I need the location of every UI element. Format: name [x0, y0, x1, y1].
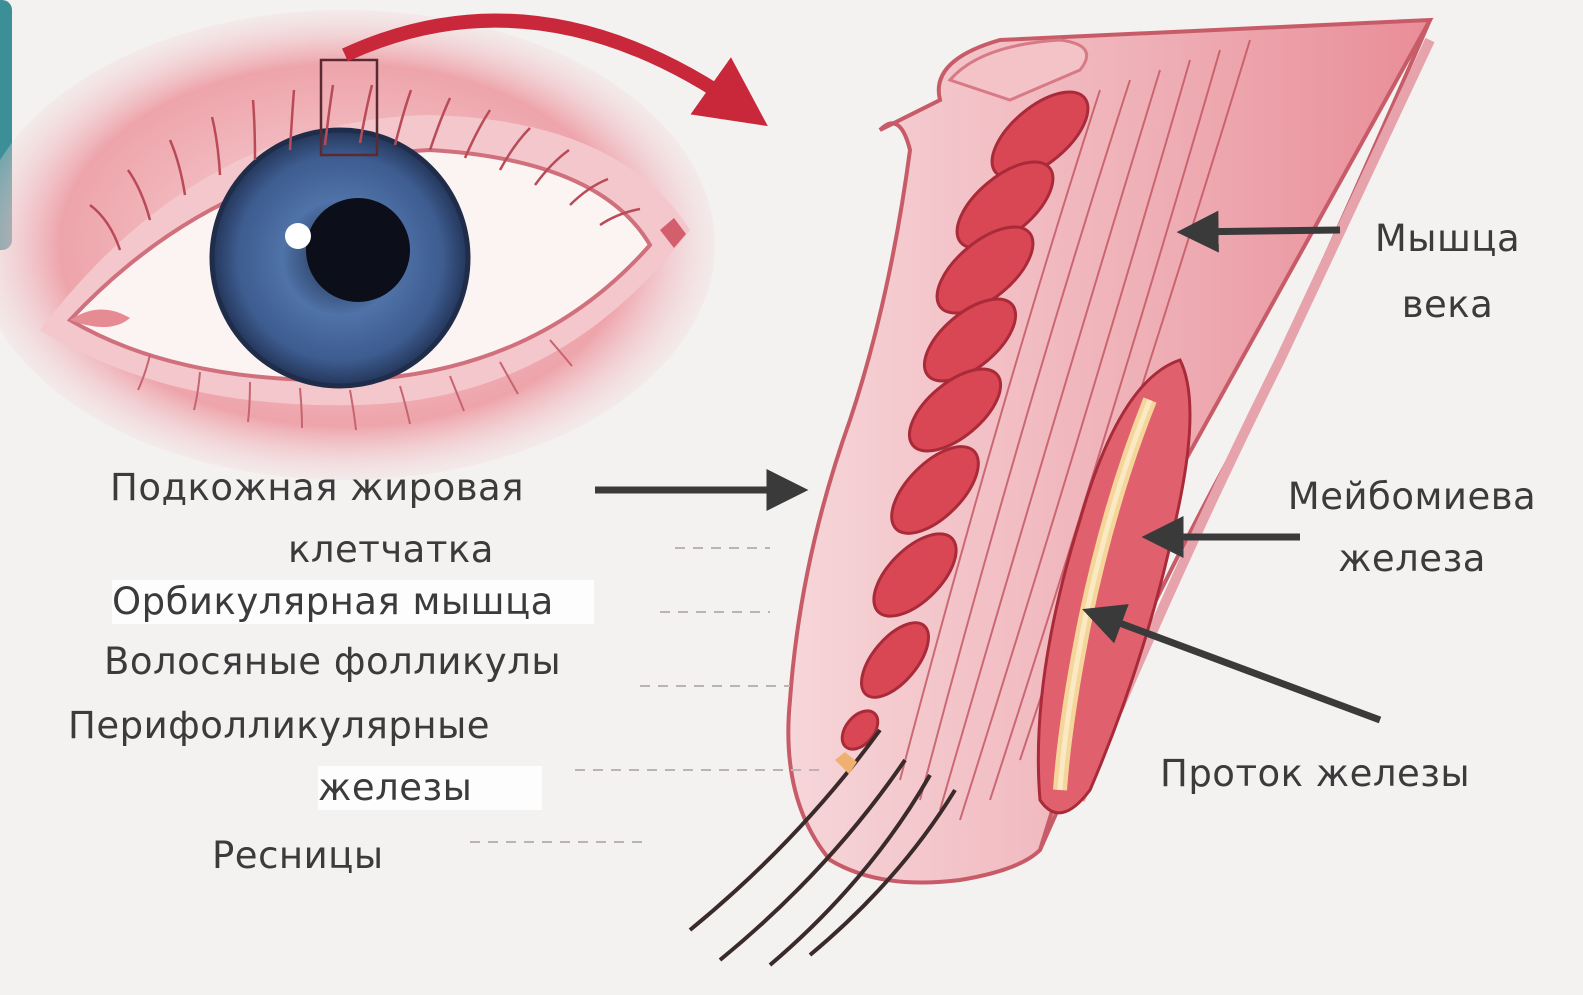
label-eyelashes: Ресницы — [212, 834, 384, 878]
label-orbicular-muscle: Орбикулярная мышца — [112, 580, 594, 624]
label-subcutaneous-fat-line2: клетчатка — [288, 528, 494, 572]
label-perifollicular-line2: железы — [318, 766, 542, 810]
eye-illustration — [0, 10, 715, 480]
label-gland-duct: Проток железы — [1160, 752, 1470, 796]
arrow-eyelid-muscle — [1185, 230, 1340, 232]
label-subcutaneous-fat-line1: Подкожная жировая — [110, 466, 524, 510]
label-hair-follicles: Волосяные фолликулы — [104, 640, 561, 684]
label-perifollicular-line1: Перифолликулярные — [68, 704, 490, 748]
label-eyelid-muscle: Мышца века — [1360, 206, 1535, 338]
label-meibomian-gland: Мейбомиева железа — [1262, 466, 1562, 590]
